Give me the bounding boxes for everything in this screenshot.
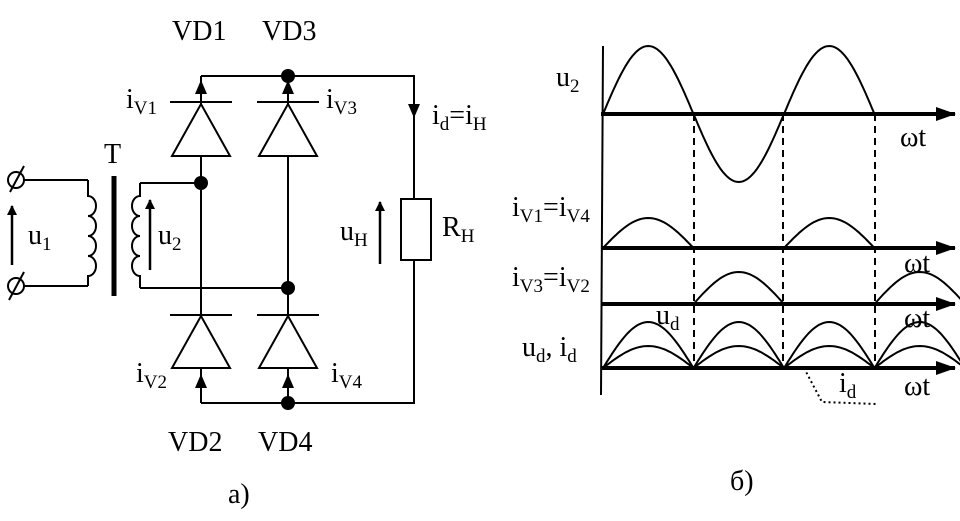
- diode-vd3: [257, 101, 319, 157]
- transformer-label: T: [104, 139, 121, 170]
- primary-coil: [87, 180, 97, 286]
- id-wave-label: id: [839, 368, 857, 403]
- input-terminal-top: [7, 165, 25, 193]
- secondary-coil: [131, 183, 141, 288]
- caption-a: а): [228, 479, 250, 510]
- caption-b: б): [730, 466, 754, 497]
- id-equals-ih-label: id=iН: [432, 100, 487, 135]
- top-rail: [201, 75, 415, 116]
- iv2-arrowhead: [195, 374, 207, 388]
- waveform-diagram: u2 iV1=iV4 iV3=iV2 ud ud, id id ωt ωt ωt…: [512, 44, 960, 497]
- iv3-arrowhead: [282, 80, 294, 94]
- vd3-label: VD3: [262, 16, 316, 47]
- omega-t-label-1: ωt: [900, 122, 926, 153]
- iv3-iv2-pulses: [692, 270, 960, 305]
- iv3-iv2-label: iV3=iV2: [512, 262, 590, 297]
- junction-left: [194, 176, 208, 190]
- omega-t-label-3: ωt: [904, 303, 930, 334]
- vd4-label: VD4: [258, 427, 312, 458]
- u2-wave-label: u2: [556, 62, 580, 97]
- load-resistor: [400, 198, 432, 261]
- iv4-label: iV4: [331, 358, 363, 393]
- iv1-iv4-pulses: [602, 216, 876, 249]
- dashed-guides: [693, 114, 876, 368]
- iv1-arrowhead: [195, 80, 207, 94]
- junction-top: [281, 69, 295, 83]
- input-terminal-bottom: [7, 271, 25, 301]
- iv2-label: iV2: [136, 358, 167, 393]
- omega-t-label-2: ωt: [904, 248, 930, 279]
- rh-label: RН: [442, 212, 475, 247]
- vertical-axis: [600, 45, 604, 396]
- vd2-label: VD2: [168, 427, 222, 458]
- junction-right: [281, 281, 295, 295]
- ud-id-label: ud, id: [522, 332, 577, 367]
- junction-bottom: [281, 396, 295, 410]
- bottom-rail: [201, 260, 415, 404]
- u2-label: u2: [158, 220, 182, 255]
- omega-t-label-4: ωt: [904, 371, 930, 402]
- iv3-label: iV3: [326, 84, 357, 119]
- id-rectified-wave: [602, 344, 960, 369]
- iv1-iv4-label: iV1=iV4: [512, 192, 590, 227]
- diode-vd4: [257, 313, 319, 369]
- diode-vd1: [170, 101, 232, 157]
- ud-wave-label: ud: [656, 300, 680, 335]
- iv4-arrowhead: [282, 374, 294, 388]
- load-current-arrowhead: [408, 104, 420, 118]
- iv1-label: iV1: [126, 84, 157, 119]
- u1-label: u1: [28, 220, 52, 255]
- u2-sine-wave: [602, 44, 876, 184]
- vd1-label: VD1: [172, 16, 226, 47]
- diode-vd2: [170, 313, 232, 369]
- ud-rectified-wave: [602, 320, 960, 369]
- circuit-diagram: VD1 VD3 VD2 VD4 T u1 u2 uН RН iV1 iV3 iV…: [6, 16, 487, 510]
- uh-label: uН: [340, 216, 368, 251]
